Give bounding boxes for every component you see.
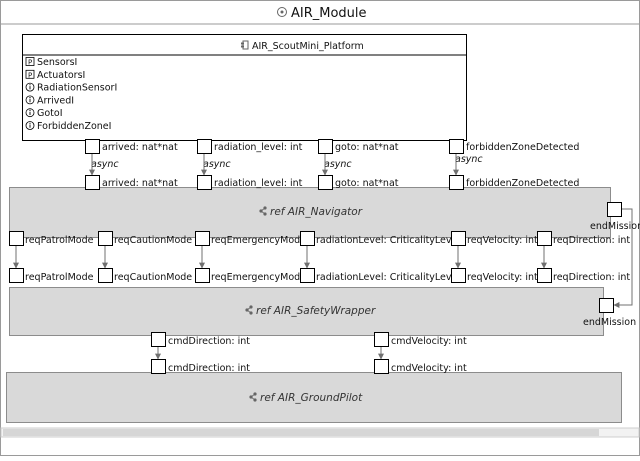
platform-port-item: P SensorsI <box>25 57 77 68</box>
platform-port-label: SensorsI <box>37 57 77 68</box>
platform-port-item: ArrivedI <box>25 95 74 106</box>
safety-wrapper-input-label: radiationLevel: CriticalityLevel <box>316 272 460 283</box>
platform-output-port[interactable] <box>318 139 333 154</box>
navigator-output-port[interactable] <box>98 231 113 246</box>
safety-wrapper-title: ref AIR_SafetyWrapper <box>256 305 376 317</box>
navigator-output-port[interactable] <box>300 231 315 246</box>
platform-output-label: radiation_level: int <box>214 142 303 153</box>
navigator-input-label: radiation_level: int <box>214 178 303 189</box>
platform-box[interactable] <box>22 34 467 141</box>
navigator-input-port[interactable] <box>449 175 464 190</box>
platform-port-label: ArrivedI <box>37 95 74 106</box>
ground-pilot-input-port[interactable] <box>151 359 166 374</box>
safety-wrapper-input-label: reqCautionMode <box>114 272 192 283</box>
async-label: async <box>91 159 119 170</box>
navigator-output-port[interactable] <box>9 231 24 246</box>
navigator-title: ref AIR_Navigator <box>270 206 363 218</box>
platform-output-label: arrived: nat*nat <box>102 142 178 153</box>
navigator-output-label: reqDirection: int <box>553 235 630 246</box>
ground-pilot-block[interactable] <box>6 372 622 423</box>
ground-pilot-input-label: cmdVelocity: int <box>391 363 467 374</box>
safety-wrapper-block[interactable] <box>9 287 604 336</box>
platform-output-port[interactable] <box>449 139 464 154</box>
ref-icon <box>259 206 267 216</box>
info-icon <box>25 95 35 105</box>
safety-wrapper-output-port[interactable] <box>374 332 389 347</box>
scrollbar-thumb[interactable] <box>3 429 599 436</box>
info-icon <box>25 108 35 118</box>
navigator-block[interactable] <box>9 187 611 238</box>
component-icon <box>241 40 249 50</box>
ref-icon <box>245 305 253 315</box>
navigator-input-label: goto: nat*nat <box>335 178 399 189</box>
module-icon <box>277 7 287 17</box>
safety-wrapper-input-label: reqPatrolMode <box>25 272 94 283</box>
navigator-output-port[interactable] <box>451 231 466 246</box>
navigator-output-port[interactable] <box>195 231 210 246</box>
platform-port-item: RadiationSensorI <box>25 82 117 94</box>
navigator-output-label: reqPatrolMode <box>25 235 94 246</box>
provided-port-marker: P <box>28 71 32 79</box>
platform-output-label: forbiddenZoneDetected <box>466 142 579 153</box>
navigator-input-port[interactable] <box>318 175 333 190</box>
platform-port-label: ActuatorsI <box>37 70 85 81</box>
async-label: async <box>324 159 352 170</box>
navigator-input-label: arrived: nat*nat <box>102 178 178 189</box>
provided-port-marker: P <box>28 59 32 67</box>
ground-pilot-title: ref AIR_GroundPilot <box>260 392 363 404</box>
platform-output-port[interactable] <box>85 139 100 154</box>
platform-output-port[interactable] <box>197 139 212 154</box>
safety-wrapper-output-label: cmdDirection: int <box>168 336 250 347</box>
platform-title: AIR_ScoutMini_Platform <box>252 41 364 52</box>
platform-port-label: GotoI <box>37 108 63 119</box>
info-icon <box>25 121 35 130</box>
navigator-input-label: forbiddenZoneDetected <box>466 178 579 189</box>
end-mission-connector <box>613 208 633 308</box>
safety-wrapper-output-port[interactable] <box>151 332 166 347</box>
provided-port-icon <box>25 57 35 66</box>
module-title: AIR_Module <box>291 6 367 21</box>
navigator-output-label: reqCautionMode <box>114 235 192 246</box>
safety-wrapper-input-port[interactable] <box>451 268 466 283</box>
safety-wrapper-input-port[interactable] <box>300 268 315 283</box>
platform-port-label: ForbiddenZoneI <box>37 121 111 132</box>
navigator-output-label: reqEmergencyMode <box>211 235 306 246</box>
platform-port-list: P SensorsI P ActuatorsI RadiationSensorIArri… <box>25 57 117 132</box>
safety-wrapper-end-mission-label: endMission <box>583 317 636 328</box>
safety-wrapper-input-port[interactable] <box>98 268 113 283</box>
navigator-output-label: radiationLevel: CriticalityLevel <box>316 235 460 246</box>
safety-wrapper-input-label: reqDirection: int <box>553 272 630 283</box>
navigator-end-mission-label: endMission <box>590 221 640 232</box>
info-icon <box>25 82 35 92</box>
navigator-output-port[interactable] <box>537 231 552 246</box>
platform-output-label: goto: nat*nat <box>335 142 399 153</box>
async-label: async <box>455 154 483 165</box>
navigator-end-mission-port[interactable] <box>607 202 622 217</box>
safety-wrapper-input-port[interactable] <box>9 268 24 283</box>
ports-layer: arrived: nat*nat async arrived: nat*nat rad… <box>9 139 630 374</box>
safety-wrapper-input-port[interactable] <box>537 268 552 283</box>
safety-wrapper-end-mission-port[interactable] <box>599 298 614 313</box>
navigator-input-port[interactable] <box>197 175 212 190</box>
platform-port-item: P ActuatorsI <box>25 69 85 81</box>
navigator-output-label: reqVelocity: int <box>467 235 538 246</box>
platform-port-label: RadiationSensorI <box>37 83 117 94</box>
ref-icon <box>249 392 257 402</box>
async-label: async <box>203 159 231 170</box>
ground-pilot-input-label: cmdDirection: int <box>168 363 250 374</box>
ground-pilot-input-port[interactable] <box>374 359 389 374</box>
provided-port-icon <box>25 69 35 79</box>
safety-wrapper-input-label: reqVelocity: int <box>467 272 538 283</box>
platform-port-item: ForbiddenZoneI <box>25 121 111 132</box>
platform-port-item: GotoI <box>25 108 63 119</box>
navigator-input-port[interactable] <box>85 175 100 190</box>
safety-wrapper-output-label: cmdVelocity: int <box>391 336 467 347</box>
safety-wrapper-input-label: reqEmergencyMode <box>211 272 306 283</box>
safety-wrapper-input-port[interactable] <box>195 268 210 283</box>
